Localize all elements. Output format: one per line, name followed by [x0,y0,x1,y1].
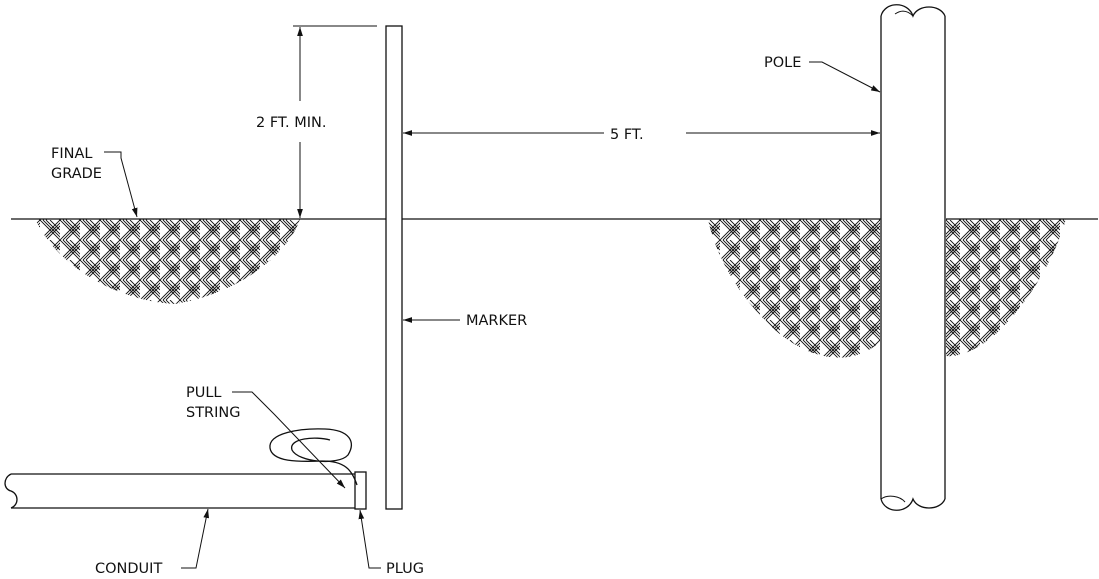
final-grade-label-line2: GRADE [51,166,102,182]
pole-bottom-break [880,497,946,511]
marker-label: MARKER [466,313,527,329]
pole [880,4,946,511]
plug-label: PLUG [386,561,424,577]
plug-leader [358,509,381,569]
pull-string-label-line2: STRING [186,405,241,421]
soil-hatch-pole-right [946,219,1066,357]
distance-dimension-label: 5 FT. [610,127,644,143]
marker-post [385,25,403,510]
pull-string-leader [232,391,346,489]
pull-string [269,428,358,486]
pole-leader [809,61,881,93]
final-grade-label-line1: FINAL [51,146,92,162]
plug [354,471,367,510]
height-dimension [293,25,377,218]
soil-hatch-left [35,219,300,304]
conduit-label: CONDUIT [95,561,162,577]
conduit-break [4,473,18,509]
pole-label: POLE [764,55,801,71]
pull-string-label-line1: PULL [186,385,222,401]
final-grade-leader [104,151,138,218]
conduit-leader [181,508,210,569]
conduit [4,473,355,509]
height-dimension-label: 2 FT. MIN. [256,115,327,131]
pole-bottom-break-inner [880,495,906,503]
pole-top-break-inner [894,10,914,17]
soil-hatch-pole-left [708,219,880,358]
